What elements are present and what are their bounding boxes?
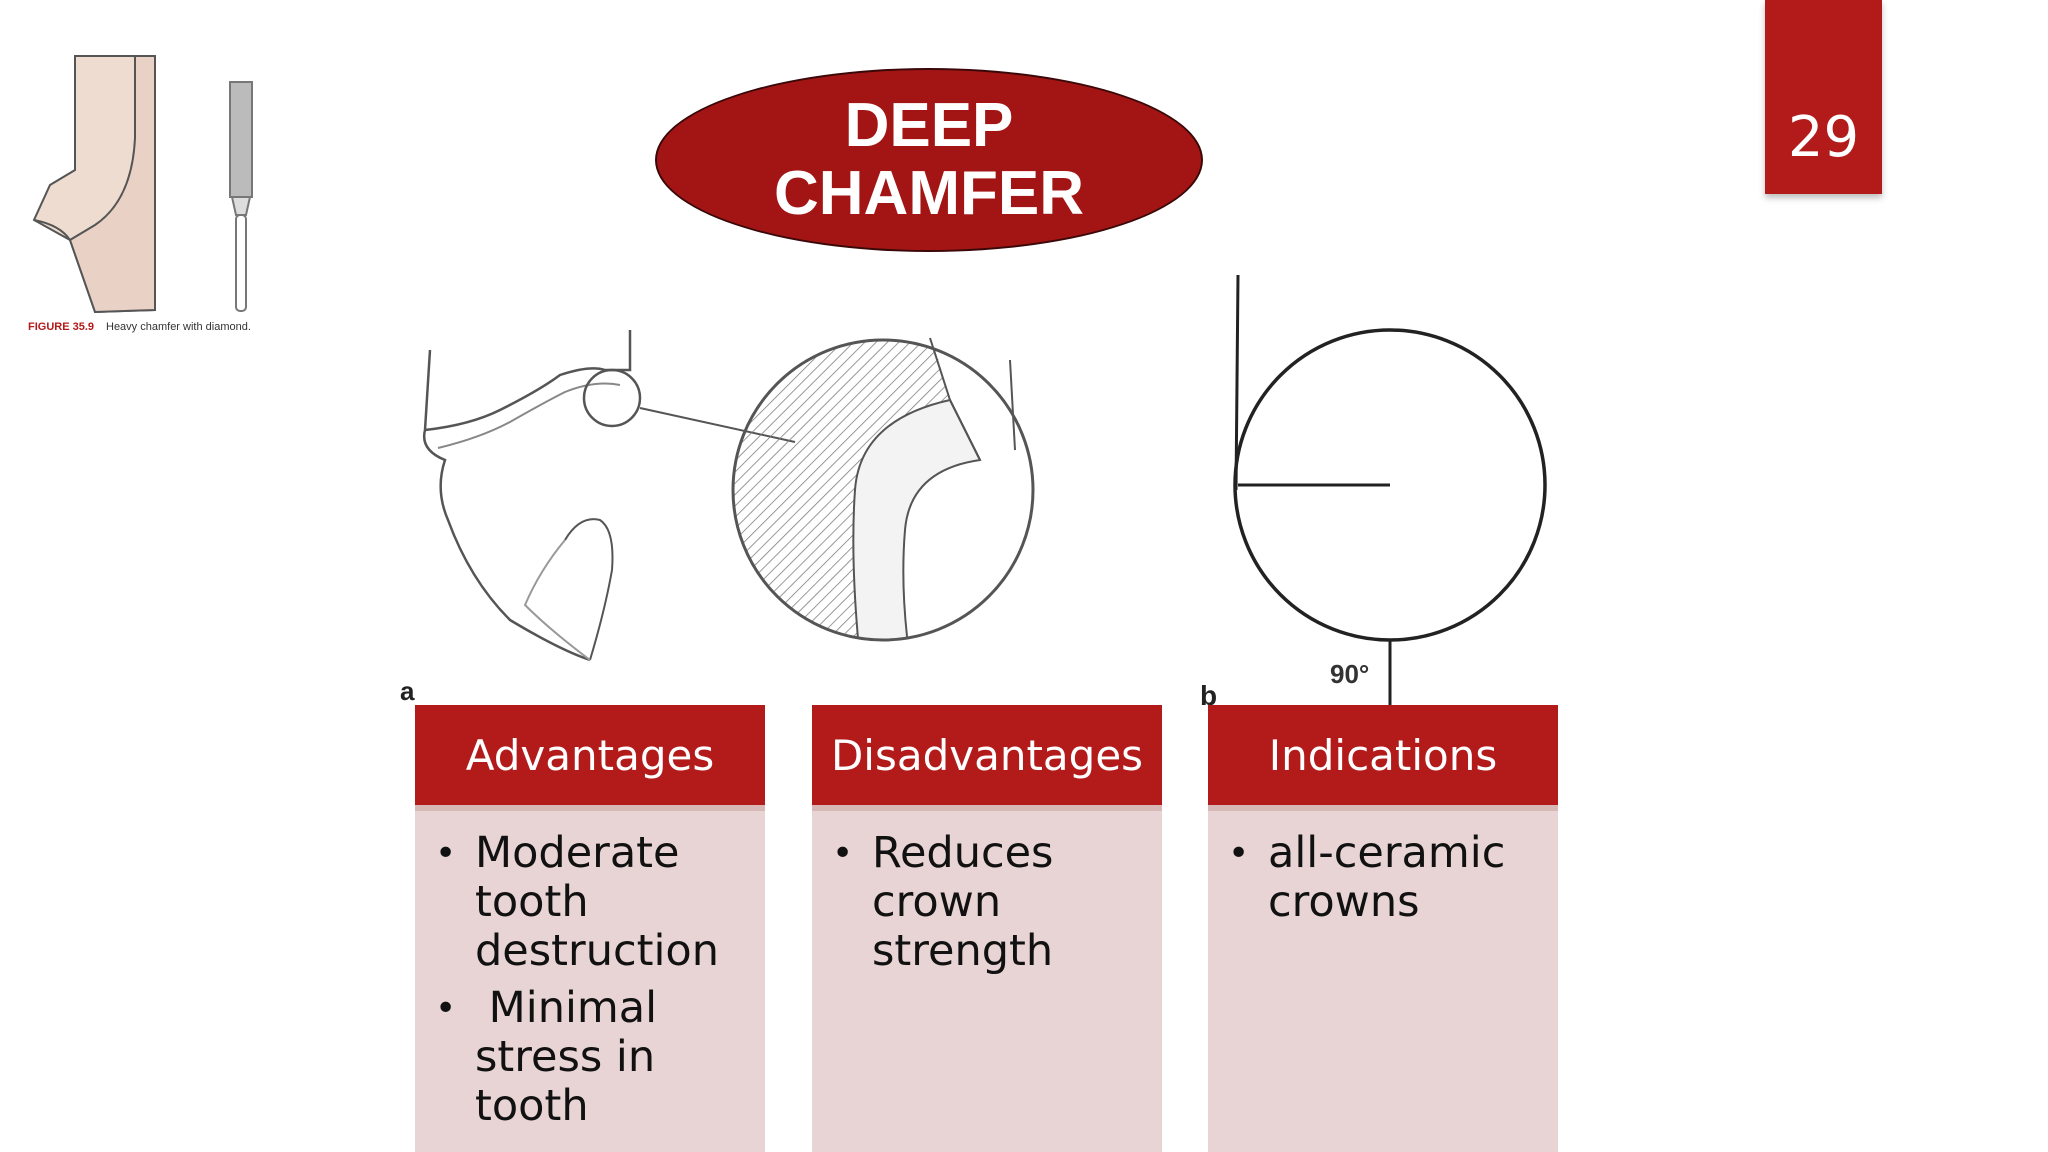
advantages-heading: Advantages <box>415 705 765 811</box>
advantages-panel: Advantages Moderate tooth destruction Mi… <box>415 705 765 1152</box>
indications-list: all-ceramic crowns <box>1208 811 1558 927</box>
slide-title: DEEP CHAMFER <box>655 68 1203 252</box>
advantages-list: Moderate tooth destruction Minimal stres… <box>415 811 765 1131</box>
disadvantages-list: Reduces crown strength <box>812 811 1162 976</box>
list-item: Moderate tooth destruction <box>435 829 745 976</box>
list-item: Reduces crown strength <box>832 829 1142 976</box>
figure-caption-text: Heavy chamfer with diamond. <box>106 321 251 333</box>
title-line-2: CHAMFER <box>774 159 1084 228</box>
diagram-label-b: b <box>1200 680 1217 710</box>
disadvantages-heading: Disadvantages <box>812 705 1162 811</box>
title-line-1: DEEP <box>844 91 1014 160</box>
slide-number: 29 <box>1765 0 1882 194</box>
list-item: all-ceramic crowns <box>1228 829 1538 927</box>
angle-label: 90° <box>1330 659 1369 689</box>
tooth-preparation-diagram: a <box>400 330 1035 706</box>
figure-caption-prefix: FIGURE 35.9 <box>28 321 94 333</box>
indications-panel: Indications all-ceramic crowns <box>1208 705 1558 1152</box>
diagram-label-a: a <box>400 676 415 706</box>
chamfer-angle-diagram: 90° b <box>1200 274 1547 710</box>
heavy-chamfer-figure: FIGURE 35.9 Heavy chamfer with diamond. <box>28 55 253 333</box>
disadvantages-panel: Disadvantages Reduces crown strength <box>812 705 1162 1152</box>
list-item: Minimal stress in tooth <box>435 984 745 1131</box>
indications-heading: Indications <box>1208 705 1558 811</box>
